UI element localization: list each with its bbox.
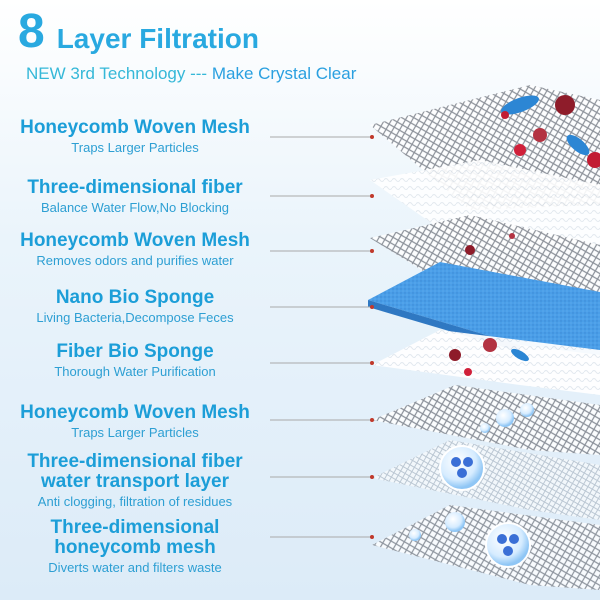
layer-7-title-line2: water transport layer (41, 471, 229, 492)
layer-3-desc: Removes odors and purifies water (36, 253, 234, 268)
layer-5-label: Fiber Bio Sponge Thorough Water Purifica… (0, 342, 270, 380)
water-droplet-icon (480, 403, 534, 433)
molecule-icon (439, 445, 485, 491)
layer-6-desc: Traps Larger Particles (71, 425, 199, 440)
pointer-lines (270, 136, 372, 538)
layer-3-title: Honeycomb Woven Mesh (20, 230, 250, 251)
layer-4-sheet (368, 262, 600, 355)
molecule-icon-2 (409, 512, 531, 568)
layer-6-title: Honeycomb Woven Mesh (20, 402, 250, 423)
layer-4-title: Nano Bio Sponge (55, 287, 215, 308)
layer-8-desc: Diverts water and filters waste (48, 560, 222, 575)
title-row: 8 Layer Filtration (18, 8, 356, 56)
layer-2-title: Three-dimensional fiber (27, 177, 243, 198)
layer-7-title: Three-dimensional fiber (27, 451, 243, 472)
layer-7-desc: Anti clogging, filtration of residues (37, 494, 233, 509)
layer-4-label: Nano Bio Sponge Living Bacteria,Decompos… (0, 288, 270, 326)
layer-8-title: Three-dimensional (50, 517, 220, 538)
layer-1-title: Honeycomb Woven Mesh (20, 117, 250, 138)
layer-5-title: Fiber Bio Sponge (56, 341, 214, 362)
layer-1-desc: Traps Larger Particles (71, 140, 199, 155)
layer-2-sheet (370, 160, 600, 250)
layer-8-label: Three-dimensional honeycomb mesh Diverts… (0, 518, 270, 576)
layer-3-label: Honeycomb Woven Mesh Removes odors and p… (0, 231, 270, 269)
subtitle-emphasis: Make Crystal Clear (211, 64, 357, 83)
bacteria-icon-2 (449, 338, 529, 376)
bacteria-icon (501, 95, 600, 168)
layer-count: 8 (18, 5, 45, 58)
subtitle-prefix: NEW 3rd Technology --- (26, 64, 208, 83)
layer-7-label: Three-dimensional fiber water transport … (0, 452, 270, 510)
layer-7-sheet (372, 440, 600, 520)
layer-5-sheet (372, 330, 600, 395)
layer-1-label: Honeycomb Woven Mesh Traps Larger Partic… (0, 118, 270, 156)
page-title: Layer Filtration (56, 23, 259, 54)
pointer-dots (370, 135, 374, 539)
layer-6-label: Honeycomb Woven Mesh Traps Larger Partic… (0, 403, 270, 441)
subtitle: NEW 3rd Technology --- Make Crystal Clea… (26, 64, 356, 84)
layer-2-desc: Balance Water Flow,No Blocking (40, 200, 230, 215)
header: 8 Layer Filtration NEW 3rd Technology --… (18, 8, 356, 84)
layer-8-title-line2: honeycomb mesh (54, 537, 216, 558)
layer-2-label: Three-dimensional fiber Balance Water Fl… (0, 178, 270, 216)
small-particle-icon (465, 233, 515, 255)
layer-4-desc: Living Bacteria,Decompose Feces (36, 310, 234, 325)
layer-5-desc: Thorough Water Purification (54, 364, 216, 379)
layer-6-sheet (372, 385, 600, 455)
